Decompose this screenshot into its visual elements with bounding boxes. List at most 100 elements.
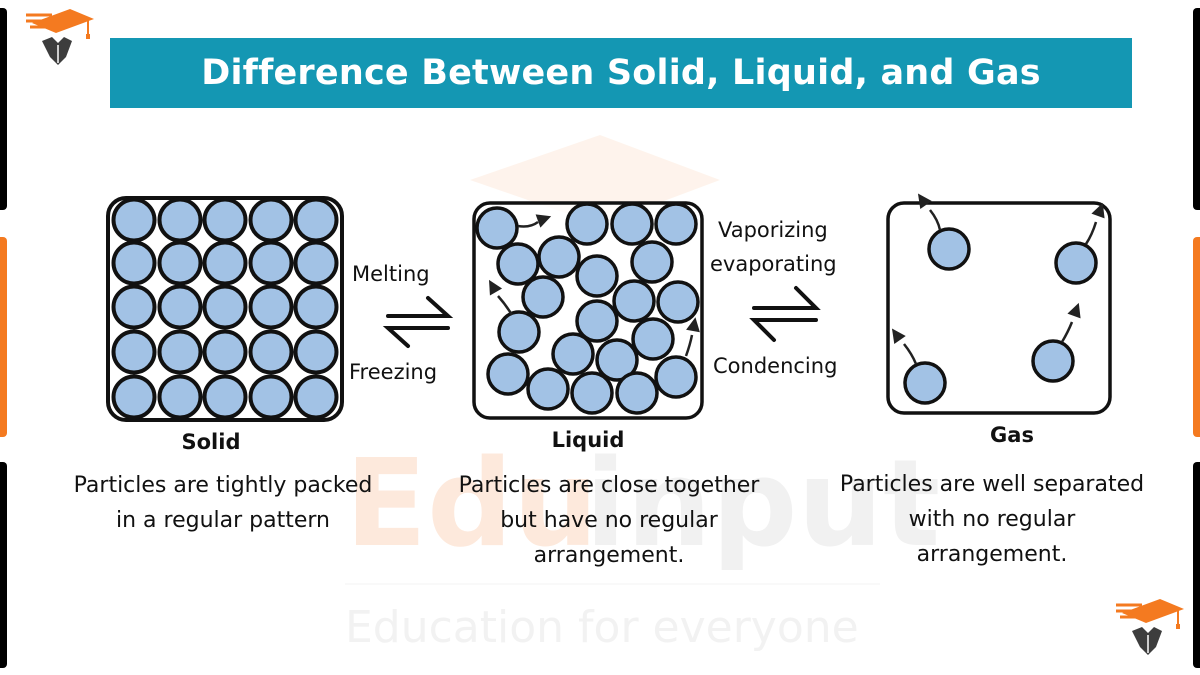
gas-heading: Gas [990,423,1034,447]
motion-arrows [489,193,1105,365]
particle [202,284,248,330]
gas-particles [903,227,1098,405]
edge-bar-right-middle [1193,237,1200,437]
gas-description: Particles are well separated with no reg… [805,467,1179,572]
particle [486,352,530,396]
brand-logo-top-left [26,9,94,65]
motion-arrow [497,295,514,316]
motion-arrow [903,343,918,365]
melting-label: Melting [352,262,430,286]
particle [575,254,619,298]
particle [157,197,203,243]
arrowhead-icon [891,328,906,345]
solid-description: Particles are tightly packed in a regula… [30,468,416,538]
particle [521,275,565,319]
particle [111,197,157,243]
graduation-cap-pen-nib-icon [26,9,94,65]
arrowhead-icon [1091,202,1105,219]
particle [293,329,339,375]
vaporizing-label: Vaporizing [718,218,828,242]
particle [293,240,339,286]
solid-heading: Solid [181,430,241,454]
gas-description-line: arrangement. [916,542,1068,567]
motion-arrow [1084,221,1098,245]
edge-bar-left-bottom [0,462,7,668]
particle [111,329,157,375]
condencing-label: Condencing [713,354,838,378]
particle [654,355,698,399]
particle [612,279,656,323]
particle [293,197,339,243]
arrowhead-icon [535,214,552,228]
equilibrium-arrows-icon [749,286,821,342]
particle [610,202,654,246]
particle [903,361,947,405]
arrowhead-icon [917,193,932,210]
gas-description-line: Particles are well separated [839,472,1145,497]
particle [111,284,157,330]
particle [551,332,595,376]
solid-description-line: Particles are tightly packed [73,473,373,498]
edge-bar-left-middle [0,237,7,437]
liquid-description-line: but have no regular [500,508,718,533]
page-title: Difference Between Solid, Liquid, and Ga… [201,53,1041,93]
particle [248,374,294,420]
solid-particles [111,197,339,420]
particle [497,310,541,354]
arrowhead-icon [1067,302,1081,319]
particle [202,329,248,375]
particle [570,371,614,415]
particle [656,280,700,324]
freezing-label: Freezing [349,360,438,384]
particle [157,329,203,375]
particle [1031,339,1075,383]
particle [575,299,619,343]
motion-arrow [517,220,539,228]
equilibrium-arrows-icon [382,296,454,348]
particle [248,284,294,330]
arrowhead-icon [686,317,700,333]
particle [248,329,294,375]
motion-arrow [1060,321,1074,343]
particle [111,240,157,286]
particle [631,317,675,361]
particle [927,227,971,271]
particle [496,242,540,286]
particle [202,374,248,420]
particle [537,235,581,279]
particle [1054,241,1098,285]
motion-arrow [929,209,942,231]
title-banner: Difference Between Solid, Liquid, and Ga… [110,38,1132,108]
liquid-description-line: Particles are close together [458,473,760,498]
edge-bar-right-bottom [1193,462,1200,668]
edge-bar-right-top [1193,8,1200,210]
solid-description-line: in a regular pattern [116,508,330,533]
graduation-cap-pen-nib-icon [1116,599,1184,655]
particle [293,374,339,420]
particle [111,374,157,420]
particle [157,374,203,420]
liquid-heading: Liquid [551,428,625,452]
liquid-particles [475,202,700,415]
particle [475,206,519,250]
edge-bar-left-top [0,8,7,210]
particle [248,197,294,243]
particle [615,371,659,415]
motion-arrow [684,334,694,357]
particle [526,367,570,411]
particle [202,197,248,243]
particle [157,284,203,330]
evaporating-label: evaporating [710,252,837,276]
gas-description-line: with no regular [908,507,1076,532]
particle [202,240,248,286]
particle [654,202,698,246]
particle [595,338,639,382]
particle [293,284,339,330]
liquid-description-line: arrangement. [533,543,685,568]
particle [630,240,674,284]
particle [565,202,609,246]
liquid-description: Particles are close together but have no… [418,468,800,573]
particle [248,240,294,286]
particle [157,240,203,286]
